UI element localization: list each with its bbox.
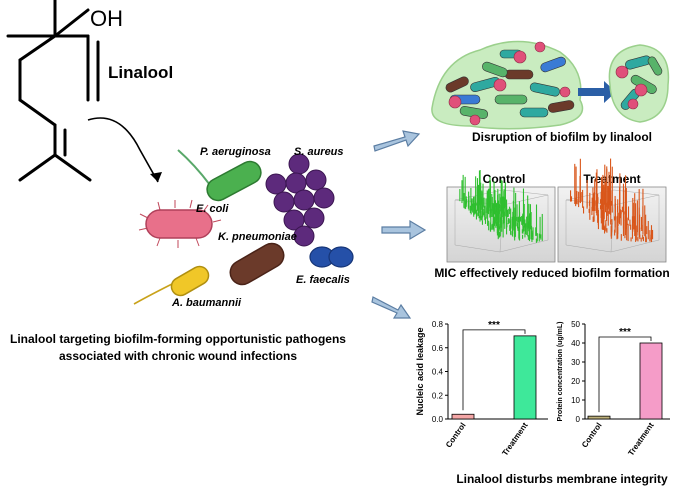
caption-line-1: Linalool targeting biofilm-forming oppor… xyxy=(10,332,346,346)
k-pneumoniae-label: K. pneumoniae xyxy=(218,231,297,243)
e-coli-label: E. coli xyxy=(196,203,229,215)
x-tick-label: Control xyxy=(444,421,468,449)
y-tick-label: 40 xyxy=(571,339,580,348)
y-tick-label: 30 xyxy=(571,358,580,367)
arrow-to-membrane xyxy=(371,296,412,319)
significance-bracket xyxy=(598,336,652,413)
bar xyxy=(587,415,611,420)
y-tick-label: 0.0 xyxy=(432,415,444,424)
mic-control-label: Control xyxy=(483,172,526,186)
disrupted-biofilm xyxy=(608,44,670,123)
significance-bracket xyxy=(462,329,526,411)
significance-stars: *** xyxy=(619,327,631,338)
mic-control-plot xyxy=(446,170,556,263)
y-axis-label: Protein concentration (ug/mL) xyxy=(557,322,564,422)
curved-arrow xyxy=(87,117,159,183)
y-tick-label: 20 xyxy=(571,377,580,386)
oh-label: OH xyxy=(90,6,123,31)
caption-line-2: associated with chronic wound infections xyxy=(59,349,297,363)
biofilm-mass xyxy=(431,40,584,130)
e-faecalis-cell xyxy=(309,246,354,268)
arrow-to-biofilm xyxy=(373,130,421,152)
arrow-to-mic xyxy=(381,219,427,241)
y-tick-label: 0 xyxy=(576,415,581,424)
linalool-structure xyxy=(6,0,100,182)
bar xyxy=(639,342,663,420)
treatment-surface xyxy=(570,158,654,243)
y-tick-label: 0.2 xyxy=(432,391,444,400)
a-baumannii-cell xyxy=(133,265,210,305)
membrane-caption: Linalool disturbs membrane integrity xyxy=(456,472,668,486)
mic-treatment-plot xyxy=(557,158,667,263)
y-tick-label: 10 xyxy=(571,396,580,405)
y-tick-label: 0.6 xyxy=(432,344,444,353)
e-faecalis-label: E. faecalis xyxy=(296,274,350,286)
disruption-arrow xyxy=(578,81,616,103)
bar xyxy=(451,413,475,420)
a-baumannii-label: A. baumannii xyxy=(171,297,242,309)
brown-rod-cell xyxy=(229,242,285,286)
significance-stars: *** xyxy=(488,320,500,331)
y-tick-label: 0.8 xyxy=(432,320,444,329)
linalool-name: Linalool xyxy=(108,63,173,82)
p-aeruginosa-cell xyxy=(177,149,262,202)
bar xyxy=(513,335,537,420)
curved-arrow-head xyxy=(150,172,162,182)
biofilm-caption: Disruption of biofilm by linalool xyxy=(472,130,652,144)
s-aureus-label: S. aureus xyxy=(294,146,344,158)
s-aureus-cluster xyxy=(265,153,335,247)
y-tick-label: 50 xyxy=(571,320,580,329)
x-tick-label: Treatment xyxy=(626,421,655,458)
y-tick-label: 0.4 xyxy=(432,368,444,377)
k-pneumoniae-cell xyxy=(138,199,222,248)
control-surface xyxy=(459,170,543,243)
y-axis-label: Nucleic acid leakage xyxy=(415,327,425,415)
p-aeruginosa-label: P. aeruginosa xyxy=(200,146,271,158)
x-tick-label: Control xyxy=(580,421,604,449)
mic-caption: MIC effectively reduced biofilm formatio… xyxy=(434,266,669,280)
protein-concentration-chart: 0 10 20 30 40 50 Protein concentration (ug/mL)… xyxy=(557,320,670,457)
x-tick-label: Treatment xyxy=(500,421,529,458)
